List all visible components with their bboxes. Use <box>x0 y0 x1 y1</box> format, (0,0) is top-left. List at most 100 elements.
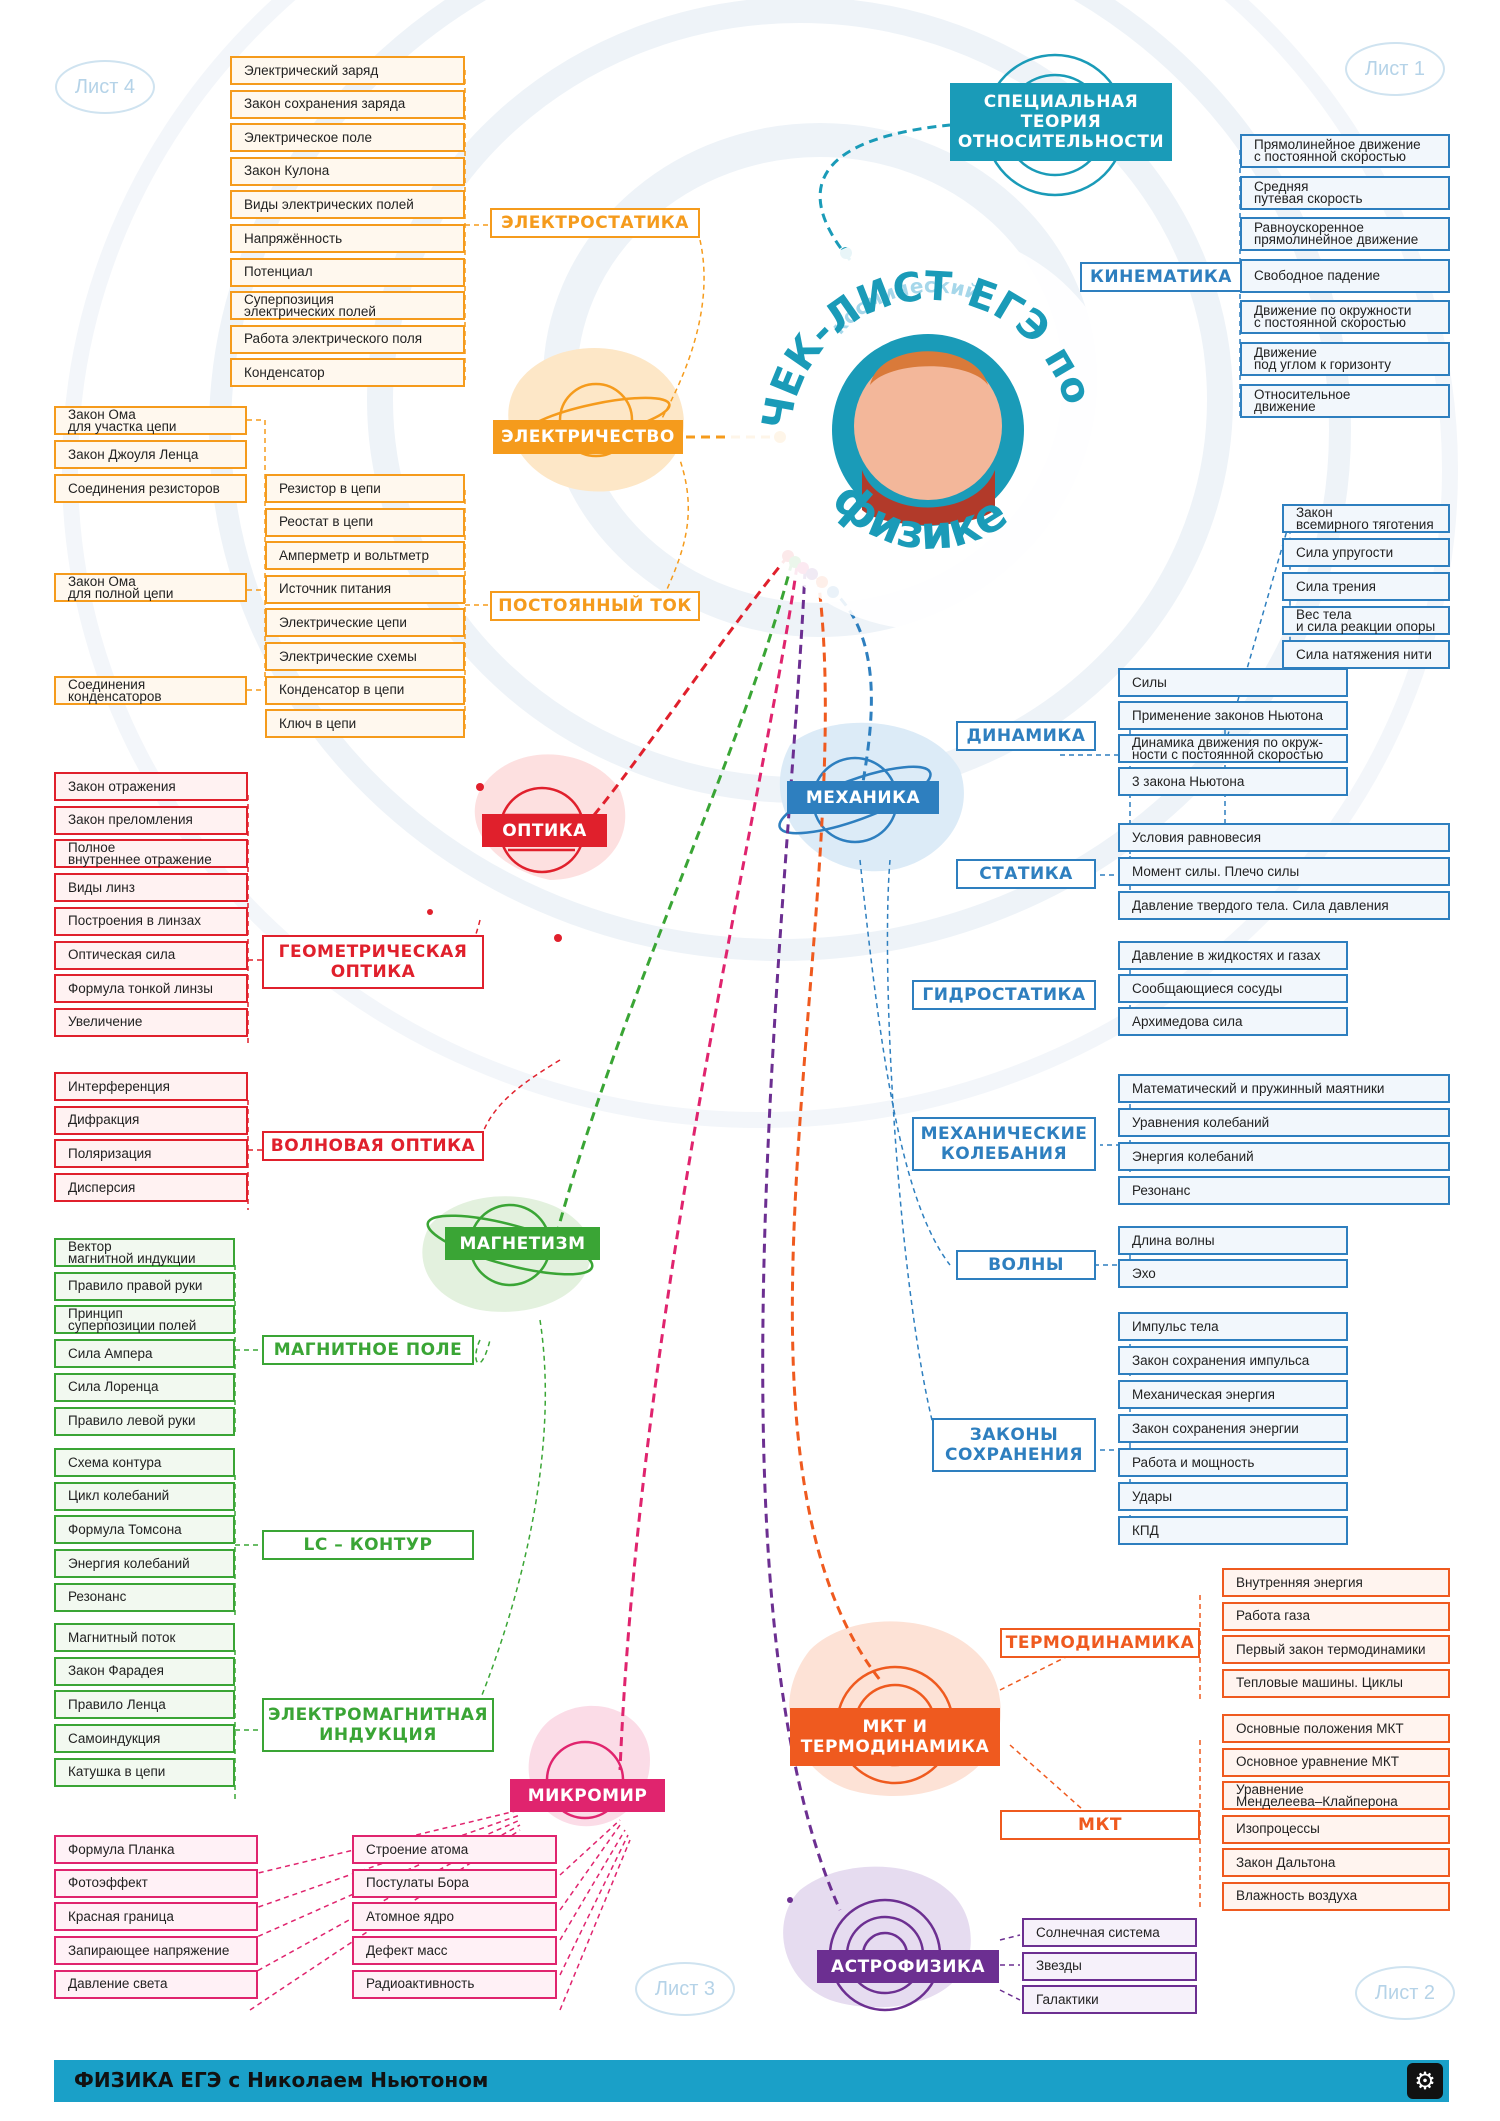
topic-electrostatics-8[interactable]: Суперпозиция электрических полей <box>230 291 465 321</box>
topic-dynamics-2[interactable]: Применение законов Ньютона <box>1118 701 1348 730</box>
sheet-2-marker[interactable]: Лист 2 <box>1355 1966 1455 2020</box>
topic-mkt-2[interactable]: Основное уравнение МКТ <box>1222 1747 1450 1777</box>
topic-micromir-right-3[interactable]: Атомное ядро <box>352 1902 557 1932</box>
topic-astro-3[interactable]: Галактики <box>1022 1985 1197 2014</box>
topic-thermodynamics-2[interactable]: Работа газа <box>1222 1601 1450 1631</box>
category-mkt[interactable]: МКТ <box>1000 1810 1200 1840</box>
topic-geom-optics-5[interactable]: Построения в линзах <box>54 906 248 936</box>
topic-kinematics-5[interactable]: Движение по окружности с постоянной скор… <box>1240 300 1450 335</box>
topic-statics-2[interactable]: Момент силы. Плечо силы <box>1118 857 1450 886</box>
topic-dynamics-1[interactable]: Силы <box>1118 668 1348 697</box>
topic-kinematics-7[interactable]: Относительное движение <box>1240 383 1450 418</box>
topic-statics-3[interactable]: Давление твердого тела. Сила давления <box>1118 891 1450 920</box>
topic-wave-optics-3[interactable]: Поляризация <box>54 1139 248 1169</box>
topic-micromir-left-2[interactable]: Фотоэффект <box>54 1868 258 1898</box>
topic-micromir-left-1[interactable]: Формула Планка <box>54 1835 258 1864</box>
topic-kinematics-2[interactable]: Средняя путевая скорость <box>1240 175 1450 210</box>
topic-magnetic-field-4[interactable]: Сила Ампера <box>54 1339 235 1369</box>
category-wave-optics[interactable]: ВОЛНОВАЯ ОПТИКА <box>262 1131 484 1161</box>
topic-lc-5[interactable]: Резонанс <box>54 1582 235 1612</box>
category-waves[interactable]: ВОЛНЫ <box>956 1250 1096 1280</box>
category-electrostatics[interactable]: ЭЛЕКТРОСТАТИКА <box>490 208 700 238</box>
topic-lc-4[interactable]: Энергия колебаний <box>54 1549 235 1579</box>
topic-em-induction-4[interactable]: Самоиндукция <box>54 1724 235 1754</box>
topic-lc-1[interactable]: Схема контура <box>54 1448 235 1477</box>
sheet-4-marker[interactable]: Лист 4 <box>55 60 155 114</box>
topic-thermodynamics-4[interactable]: Тепловые машины. Циклы <box>1222 1668 1450 1698</box>
topic-thermodynamics-1[interactable]: Внутренняя энергия <box>1222 1568 1450 1597</box>
topic-electrostatics-9[interactable]: Работа электрического поля <box>230 324 465 354</box>
topic-electrostatics-5[interactable]: Виды электрических полей <box>230 190 465 220</box>
topic-em-induction-2[interactable]: Закон Фарадея <box>54 1656 235 1686</box>
topic-magnetic-field-1[interactable]: Вектор магнитной индукции <box>54 1238 235 1267</box>
topic-waves-2[interactable]: Эхо <box>1118 1259 1348 1288</box>
topic-dc-right-3[interactable]: Амперметр и вольтметр <box>265 541 465 571</box>
topic-geom-optics-8[interactable]: Увеличение <box>54 1007 248 1037</box>
topic-mkt-1[interactable]: Основные положения МКТ <box>1222 1714 1450 1743</box>
topic-electrostatics-6[interactable]: Напряжённость <box>230 224 465 253</box>
topic-forces-3[interactable]: Сила трения <box>1282 572 1450 601</box>
topic-micromir-left-4[interactable]: Запирающее напряжение <box>54 1936 258 1966</box>
topic-hydrostatics-1[interactable]: Давление в жидкостях и газах <box>1118 941 1348 970</box>
category-geom-optics[interactable]: ГЕОМЕТРИЧЕСКАЯ ОПТИКА <box>262 935 484 989</box>
topic-micromir-right-2[interactable]: Постулаты Бора <box>352 1868 557 1898</box>
topic-magnetic-field-3[interactable]: Принцип суперпозиции полей <box>54 1305 235 1335</box>
topic-electrostatics-10[interactable]: Конденсатор <box>230 358 465 388</box>
topic-micromir-left-3[interactable]: Красная граница <box>54 1902 258 1932</box>
topic-mkt-3[interactable]: Уравнение Менделеева–Клайперона <box>1222 1781 1450 1810</box>
topic-wave-optics-2[interactable]: Дифракция <box>54 1105 248 1135</box>
topic-em-induction-3[interactable]: Правило Ленца <box>54 1690 235 1720</box>
topic-dc-left-2[interactable]: Закон Джоуля Ленца <box>54 440 247 469</box>
topic-conservation-7[interactable]: КПД <box>1118 1516 1348 1545</box>
hub-micromir[interactable]: МИКРОМИР <box>510 1779 665 1812</box>
topic-geom-optics-3[interactable]: Полное внутреннее отражение <box>54 839 248 869</box>
hub-magnetism[interactable]: МАГНЕТИЗМ <box>445 1227 600 1260</box>
topic-forces-2[interactable]: Сила упругости <box>1282 538 1450 567</box>
topic-magnetic-field-5[interactable]: Сила Лоренца <box>54 1372 235 1402</box>
topic-kinematics-1[interactable]: Прямолинейное движение с постоянной скор… <box>1240 134 1450 168</box>
topic-geom-optics-7[interactable]: Формула тонкой линзы <box>54 974 248 1004</box>
topic-mkt-6[interactable]: Влажность воздуха <box>1222 1881 1450 1911</box>
topic-micromir-right-4[interactable]: Дефект масс <box>352 1936 557 1966</box>
category-kinematics[interactable]: КИНЕМАТИКА <box>1080 262 1242 292</box>
topic-wave-optics-4[interactable]: Дисперсия <box>54 1173 248 1203</box>
topic-micromir-right-1[interactable]: Строение атома <box>352 1835 557 1864</box>
topic-electrostatics-2[interactable]: Закон сохранения заряда <box>230 89 465 119</box>
category-thermodynamics[interactable]: ТЕРМОДИНАМИКА <box>1000 1628 1200 1658</box>
topic-dc-left-4[interactable]: Закон Ома для полной цепи <box>54 573 247 602</box>
topic-conservation-4[interactable]: Закон сохранения энергии <box>1118 1414 1348 1443</box>
hub-astro[interactable]: АСТРОФИЗИКА <box>817 1950 999 1983</box>
category-em-induction[interactable]: ЭЛЕКТРОМАГНИТНАЯ ИНДУКЦИЯ <box>262 1698 494 1752</box>
hub-optics[interactable]: ОПТИКА <box>482 814 607 847</box>
topic-oscillations-2[interactable]: Уравнения колебаний <box>1118 1108 1450 1137</box>
topic-hydrostatics-3[interactable]: Архимедова сила <box>1118 1007 1348 1036</box>
topic-geom-optics-2[interactable]: Закон преломления <box>54 805 248 835</box>
hub-electricity[interactable]: ЭЛЕКТРИЧЕСТВО <box>493 420 683 454</box>
topic-dc-right-8[interactable]: Ключ в цепи <box>265 709 465 739</box>
topic-geom-optics-6[interactable]: Оптическая сила <box>54 940 248 970</box>
topic-geom-optics-4[interactable]: Виды линз <box>54 873 248 903</box>
topic-kinematics-6[interactable]: Движение под углом к горизонту <box>1240 342 1450 376</box>
topic-forces-5[interactable]: Сила натяжения нити <box>1282 640 1450 669</box>
topic-conservation-2[interactable]: Закон сохранения импульса <box>1118 1346 1348 1375</box>
topic-micromir-right-5[interactable]: Радиоактивность <box>352 1969 557 1999</box>
category-dynamics[interactable]: ДИНАМИКА <box>956 721 1096 751</box>
topic-lc-2[interactable]: Цикл колебаний <box>54 1481 235 1511</box>
topic-astro-1[interactable]: Солнечная система <box>1022 1918 1197 1947</box>
topic-electrostatics-7[interactable]: Потенциал <box>230 257 465 287</box>
topic-forces-4[interactable]: Вес тела и сила реакции опоры <box>1282 606 1450 635</box>
topic-dc-left-3[interactable]: Соединения резисторов <box>54 474 247 503</box>
category-oscillations[interactable]: МЕХАНИЧЕСКИЕ КОЛЕБАНИЯ <box>912 1117 1096 1171</box>
topic-dynamics-4[interactable]: 3 закона Ньютона <box>1118 767 1348 796</box>
topic-hydrostatics-2[interactable]: Сообщающиеся сосуды <box>1118 974 1348 1003</box>
topic-dc-right-5[interactable]: Электрические цепи <box>265 608 465 638</box>
topic-dynamics-3[interactable]: Динамика движения по окруж- ности с пост… <box>1118 734 1348 763</box>
topic-conservation-3[interactable]: Механическая энергия <box>1118 1380 1348 1409</box>
topic-conservation-6[interactable]: Удары <box>1118 1482 1348 1511</box>
topic-em-induction-1[interactable]: Магнитный поток <box>54 1623 235 1652</box>
topic-statics-1[interactable]: Условия равновесия <box>1118 823 1450 852</box>
topic-oscillations-1[interactable]: Математический и пружинный маятники <box>1118 1074 1450 1103</box>
topic-geom-optics-1[interactable]: Закон отражения <box>54 772 248 801</box>
topic-wave-optics-1[interactable]: Интерференция <box>54 1072 248 1101</box>
topic-dc-right-7[interactable]: Конденсатор в цепи <box>265 675 465 705</box>
